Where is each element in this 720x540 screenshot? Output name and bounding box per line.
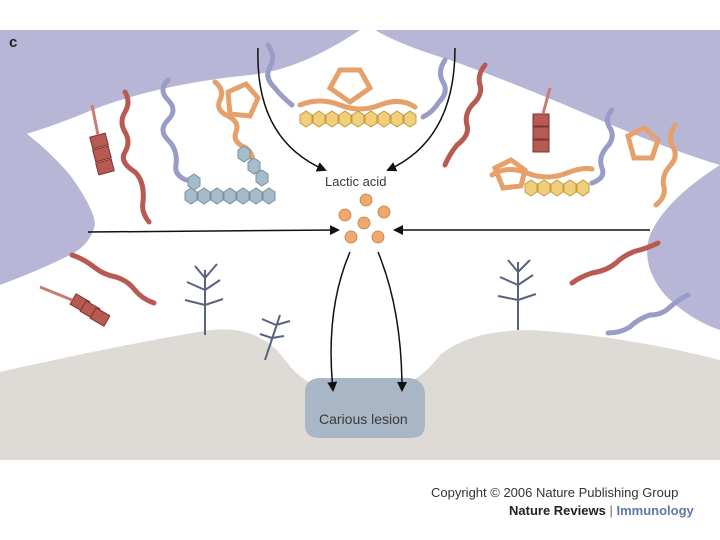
- journal-subtitle: Immunology: [616, 503, 694, 518]
- acid-dot: [357, 216, 371, 230]
- copyright-text: Copyright © 2006 Nature Publishing Group: [431, 485, 679, 500]
- arrow-acid-to-lesion-right: [377, 251, 407, 392]
- yellow-hexagon-chain-top: [299, 110, 417, 128]
- acid-dot: [359, 193, 373, 207]
- arrow-acid-to-lesion-left: [327, 251, 351, 392]
- red-receptors: [69, 113, 550, 327]
- orange-rings: [225, 67, 661, 191]
- acid-dot: [377, 205, 391, 219]
- arrow-top-left-to-acid: [257, 47, 327, 172]
- acid-dot: [338, 208, 352, 222]
- yellow-hexagon-chain-right: [524, 179, 590, 197]
- lactic-acid-molecules: [338, 193, 391, 244]
- bacterium-top-left: [0, 30, 360, 140]
- journal-credit: Nature Reviews | Immunology: [509, 503, 694, 518]
- bacterium-right: [647, 165, 720, 330]
- panel-letter: c: [9, 34, 18, 51]
- acid-dot: [344, 230, 358, 244]
- lavender-filaments: [160, 42, 691, 336]
- carious-lesion: [305, 378, 425, 438]
- journal-separator: |: [609, 503, 613, 518]
- arrow-top-right-to-acid: [386, 47, 456, 172]
- carious-lesion-label: Carious lesion: [319, 411, 408, 427]
- red-filaments: [69, 62, 661, 306]
- lactic-acid-label: Lactic acid: [325, 174, 387, 189]
- glycoproteins: [184, 259, 537, 361]
- blue-hexagon-lattice: [184, 145, 276, 205]
- acid-dot: [371, 230, 385, 244]
- receptor-stalks: [39, 87, 552, 302]
- tooth-surface: [0, 329, 720, 460]
- arrow-left-to-acid: [87, 225, 340, 236]
- journal-name: Nature Reviews: [509, 503, 606, 518]
- bacterium-left: [0, 115, 95, 285]
